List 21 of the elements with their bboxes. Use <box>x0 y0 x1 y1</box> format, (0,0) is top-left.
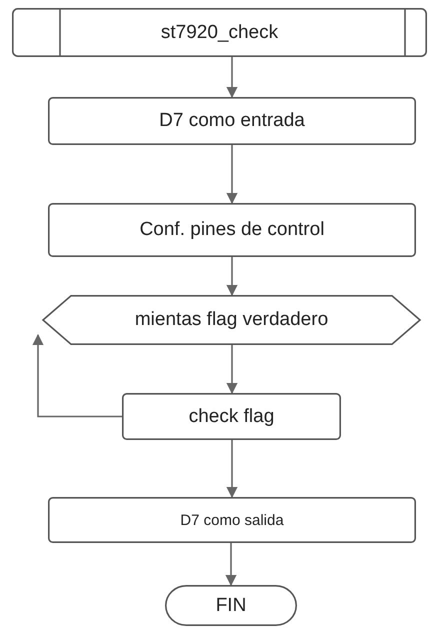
terminator-shape <box>165 585 297 626</box>
process-box <box>122 393 341 440</box>
node-label: D7 como salida <box>180 512 284 528</box>
node-label: mientas flag verdadero <box>134 309 328 331</box>
arrow <box>226 145 238 204</box>
process-box <box>48 497 416 543</box>
subroutine-box <box>12 8 427 57</box>
arrow <box>226 345 238 394</box>
node-label: Conf. pines de control <box>140 219 324 241</box>
node-label: st7920_check <box>160 22 278 44</box>
process-box <box>48 97 416 145</box>
arrow <box>226 440 238 498</box>
arrow <box>32 334 122 418</box>
node-label: D7 como entrada <box>159 110 305 132</box>
arrow <box>226 257 238 296</box>
arrow <box>225 543 237 586</box>
node-label: check flag <box>188 406 274 428</box>
node-label: FIN <box>216 594 246 616</box>
loop-hexagon <box>43 295 420 345</box>
arrow <box>226 57 238 98</box>
process-box <box>48 203 416 257</box>
